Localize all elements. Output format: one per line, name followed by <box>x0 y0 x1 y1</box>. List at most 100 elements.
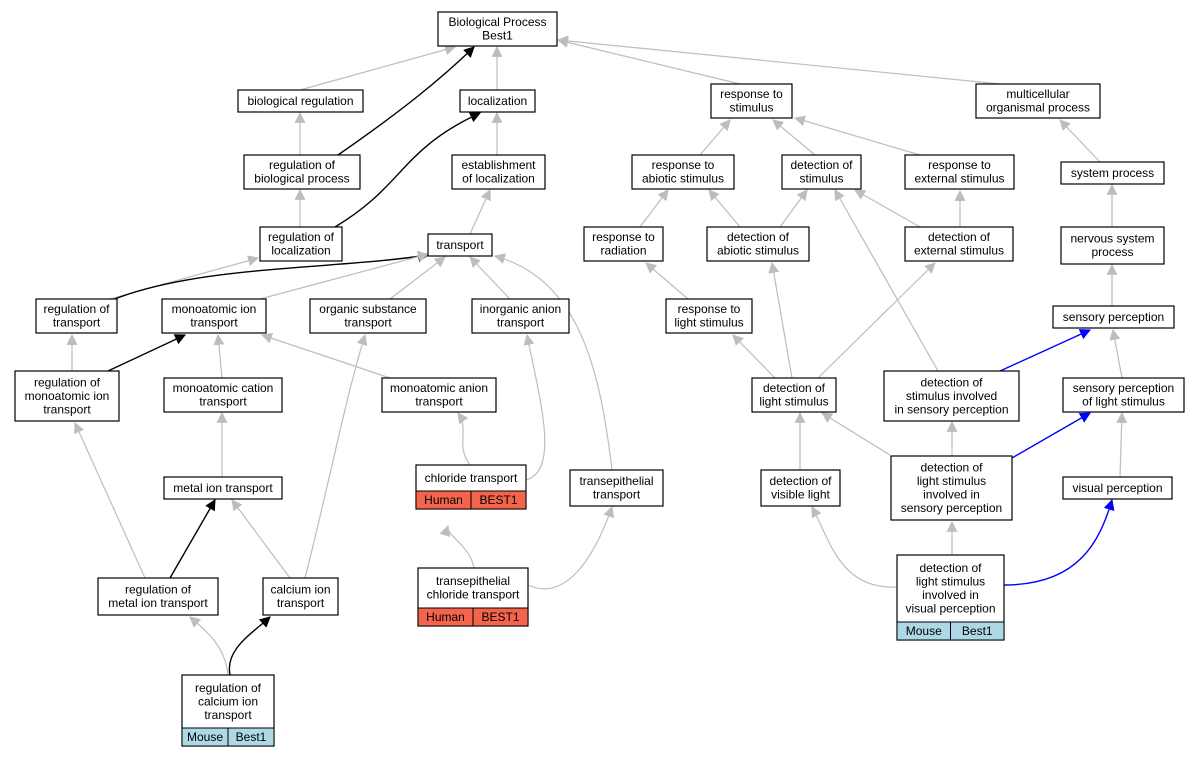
node-label-line: monoatomic cation <box>173 381 274 395</box>
edges-layer <box>66 35 1128 676</box>
node-label-line: regulation of <box>268 230 335 244</box>
tag-gene: Best1 <box>236 730 267 744</box>
node-box <box>1052 305 1175 329</box>
edge-is-a-sysproc-to-multi <box>1059 119 1101 163</box>
node-box <box>883 370 1020 422</box>
edge-is-a-detab-to-respab <box>708 189 741 228</box>
tag-cell <box>472 607 529 627</box>
edge-regulates-regcalc-to-calcium <box>228 616 271 676</box>
node-box <box>1062 377 1185 413</box>
node-label-line: transport <box>43 402 91 416</box>
edge-is-a-visual-to-senslight <box>1116 411 1128 478</box>
node-box <box>904 154 1015 190</box>
node-transport: transport <box>427 233 493 257</box>
node-box <box>631 154 735 190</box>
tag-gene: Best1 <box>962 624 993 638</box>
node-label-line: metal ion transport <box>173 481 273 495</box>
node-label-line: metal ion transport <box>108 596 208 610</box>
node-box <box>237 89 364 113</box>
edge-is-a-regmetal-to-regmonoion <box>74 421 146 579</box>
edge-is-a-transport-to-estloc <box>469 188 491 235</box>
node-label-line: transport <box>497 316 545 330</box>
node-box <box>14 370 120 422</box>
tag-species: Human <box>424 493 463 507</box>
edge-is-a-monoion-to-transport <box>259 251 430 300</box>
node-label-line: transport <box>199 395 247 409</box>
node-label-line: detection of <box>727 230 790 244</box>
node-label-line: transepithelial <box>579 474 653 488</box>
edge-regulates-regloc-to-loc <box>334 112 481 228</box>
node-label-line: abiotic stimulus <box>717 244 799 258</box>
node-label-line: light stimulus <box>674 316 743 330</box>
node-label-line: calcium ion <box>198 694 258 708</box>
node-label-line: regulation of <box>195 681 262 695</box>
node-label-line: sensory perception <box>1073 381 1174 395</box>
node-label-line: sensory perception <box>1063 310 1164 324</box>
edge-is-a-calcium-to-metal <box>231 499 291 579</box>
node-box <box>751 377 837 413</box>
node-box <box>706 226 810 262</box>
node-box <box>890 455 1013 521</box>
node-label-line: Best1 <box>482 29 513 43</box>
edge-is-a-detlightsens-to-detlight <box>821 412 891 456</box>
edge-is-a-resp-to-bp <box>556 36 741 85</box>
edge-is-a-inorg-to-transport <box>469 256 511 300</box>
node-label-line: visual perception <box>905 602 995 616</box>
node-label-line: localization <box>468 94 527 108</box>
edge-part-of-detsens-to-sensperc <box>999 329 1092 372</box>
node-label-line: transport <box>593 488 641 502</box>
node-box <box>97 577 219 616</box>
node-label-line: transport <box>53 316 101 330</box>
node-box <box>781 154 862 190</box>
node-label-line: chloride transport <box>425 471 518 485</box>
edge-is-a-resprad-to-respab <box>639 189 669 228</box>
node-label-line: transport <box>277 596 325 610</box>
node-label-line: light stimulus <box>916 575 985 589</box>
node-label-line: biological process <box>254 172 349 186</box>
node-box <box>569 469 664 507</box>
node-box <box>665 298 753 334</box>
tag-species: Human <box>426 610 465 624</box>
node-label-line: regulation of <box>43 302 110 316</box>
edge-regulates-regmetal-to-metal <box>169 499 216 579</box>
node-box <box>163 476 283 500</box>
node-label-line: visual perception <box>1072 481 1162 495</box>
node-box <box>451 154 546 190</box>
edge-is-a-detlight-to-detab <box>768 261 793 379</box>
node-label-line: response to <box>652 158 715 172</box>
node-label-line: involved in <box>922 588 979 602</box>
node-label-line: of light stimulus <box>1082 395 1165 409</box>
node-label-line: transport <box>190 316 238 330</box>
node-label-line: regulation of <box>269 158 336 172</box>
node-label-line: biological regulation <box>247 94 353 108</box>
edge-is-a-calcium-to-orgsub <box>304 333 368 579</box>
node-box <box>459 89 536 113</box>
node-label-line: regulation of <box>125 583 192 597</box>
node-loc: localization <box>459 89 536 113</box>
node-label-line: process <box>1091 245 1133 259</box>
edge-is-a-transepichl-to-transepi <box>527 505 614 590</box>
node-label-line: establishment <box>461 158 536 172</box>
node-box <box>259 226 343 262</box>
edge-is-a-detab-to-detstim <box>779 189 808 228</box>
node-label-line: Biological Process <box>448 15 546 29</box>
node-bioreg: biological regulation <box>237 89 364 113</box>
